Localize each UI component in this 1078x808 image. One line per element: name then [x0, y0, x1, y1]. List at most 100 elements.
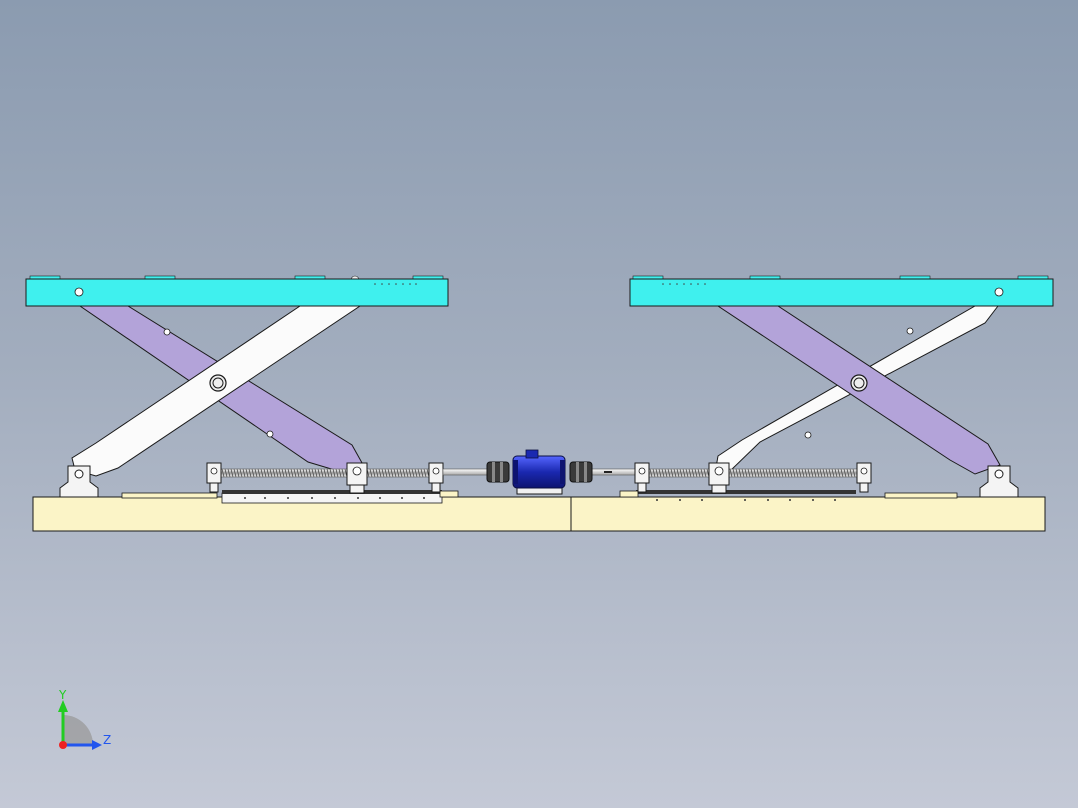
- scissor-lift-right: [629, 275, 1054, 498]
- screw-thread-line: [378, 468, 382, 478]
- screw-thread-line: [697, 468, 701, 478]
- screw-thread-line: [703, 468, 707, 478]
- screw-thread-line: [236, 468, 240, 478]
- screw-thread-line: [810, 468, 814, 478]
- screw-thread-line: [408, 468, 412, 478]
- screw-thread-line: [843, 468, 847, 478]
- screw-thread-line: [414, 468, 418, 478]
- drive-shaft-left: [442, 468, 489, 476]
- screw-thread-line: [849, 468, 853, 478]
- triad-plane-arc: [63, 715, 93, 745]
- screw-thread-line: [750, 468, 754, 478]
- screw-thread-line: [314, 468, 318, 478]
- screw-thread-line: [795, 468, 799, 478]
- screw-thread-line: [369, 468, 373, 478]
- screw-thread-left: [221, 468, 430, 478]
- screw-thread-line: [233, 468, 237, 478]
- screw-thread-line: [753, 468, 757, 478]
- screw-thread-line: [831, 468, 835, 478]
- screw-thread-line: [828, 468, 832, 478]
- screw-thread-line: [774, 468, 778, 478]
- screw-thread-line: [816, 468, 820, 478]
- screw-thread-line: [423, 468, 427, 478]
- screw-thread-line: [296, 468, 300, 478]
- screw-thread-line: [822, 468, 826, 478]
- screw-thread-line: [266, 468, 270, 478]
- screw-thread-line: [381, 468, 385, 478]
- screw-thread-line: [661, 468, 665, 478]
- base-step-center: [439, 490, 459, 498]
- z-axis-arrow: [92, 740, 102, 750]
- orientation-triad[interactable]: Y Z: [58, 688, 111, 750]
- screw-thread-line: [290, 468, 294, 478]
- arm-hole-right-2: [804, 431, 812, 439]
- scissor-lift-left: [25, 275, 449, 498]
- rail-plate-left: [221, 492, 443, 504]
- screw-thread-line: [688, 468, 692, 478]
- screw-thread-line: [673, 468, 677, 478]
- screw-thread-line: [789, 468, 793, 478]
- screw-thread-line: [852, 468, 856, 478]
- screw-thread-line: [667, 468, 671, 478]
- screw-thread-line: [658, 468, 662, 478]
- screw-thread-line: [372, 468, 376, 478]
- screw-thread-line: [269, 468, 273, 478]
- screw-thread-line: [335, 468, 339, 478]
- screw-thread-line: [819, 468, 823, 478]
- screw-thread-line: [813, 468, 817, 478]
- screw-thread-line: [287, 468, 291, 478]
- screw-thread-line: [420, 468, 424, 478]
- drive-assembly: [442, 449, 643, 495]
- screw-thread-line: [846, 468, 850, 478]
- screw-thread-line: [396, 468, 400, 478]
- screw-thread-line: [676, 468, 680, 478]
- arm-hole-left-2: [266, 430, 274, 438]
- screw-thread-line: [254, 468, 258, 478]
- screw-thread-line: [278, 468, 282, 478]
- screw-thread-line: [323, 468, 327, 478]
- screw-thread-line: [759, 468, 763, 478]
- screw-thread-line: [762, 468, 766, 478]
- screw-thread-line: [329, 468, 333, 478]
- base-step-center-r: [619, 490, 639, 498]
- pivot-pin-right: [850, 374, 868, 392]
- slider-nut-right: [708, 462, 730, 494]
- screw-thread-line: [649, 468, 653, 478]
- screw-thread-line: [221, 468, 225, 478]
- screw-thread-line: [402, 468, 406, 478]
- screw-thread-line: [281, 468, 285, 478]
- pivot-pin-left: [209, 374, 227, 392]
- rail-strip-left: [222, 490, 442, 494]
- screw-thread-line: [341, 468, 345, 478]
- screw-thread-line: [825, 468, 829, 478]
- base-plate-right: [570, 496, 1046, 532]
- screw-thread-line: [670, 468, 674, 478]
- screw-thread-line: [375, 468, 379, 478]
- rail-marks-right: [656, 499, 836, 501]
- screw-thread-line: [227, 468, 231, 478]
- screw-thread-line: [242, 468, 246, 478]
- screw-thread-line: [777, 468, 781, 478]
- platform-right: [629, 278, 1054, 307]
- screw-thread-line: [257, 468, 261, 478]
- screw-thread-right: [649, 468, 856, 478]
- screw-thread-line: [245, 468, 249, 478]
- screw-thread-line: [405, 468, 409, 478]
- screw-thread-line: [299, 468, 303, 478]
- screw-thread-line: [729, 468, 733, 478]
- screw-thread-line: [735, 468, 739, 478]
- screw-thread-line: [732, 468, 736, 478]
- screw-thread-line: [263, 468, 267, 478]
- screw-thread-line: [652, 468, 656, 478]
- screw-thread-line: [251, 468, 255, 478]
- screw-thread-line: [305, 468, 309, 478]
- screw-thread-line: [780, 468, 784, 478]
- screw-thread-line: [311, 468, 315, 478]
- coupling-left: [486, 461, 510, 483]
- screw-thread-line: [399, 468, 403, 478]
- screw-thread-line: [834, 468, 838, 478]
- screw-thread-line: [239, 468, 243, 478]
- screw-thread-line: [387, 468, 391, 478]
- screw-thread-line: [804, 468, 808, 478]
